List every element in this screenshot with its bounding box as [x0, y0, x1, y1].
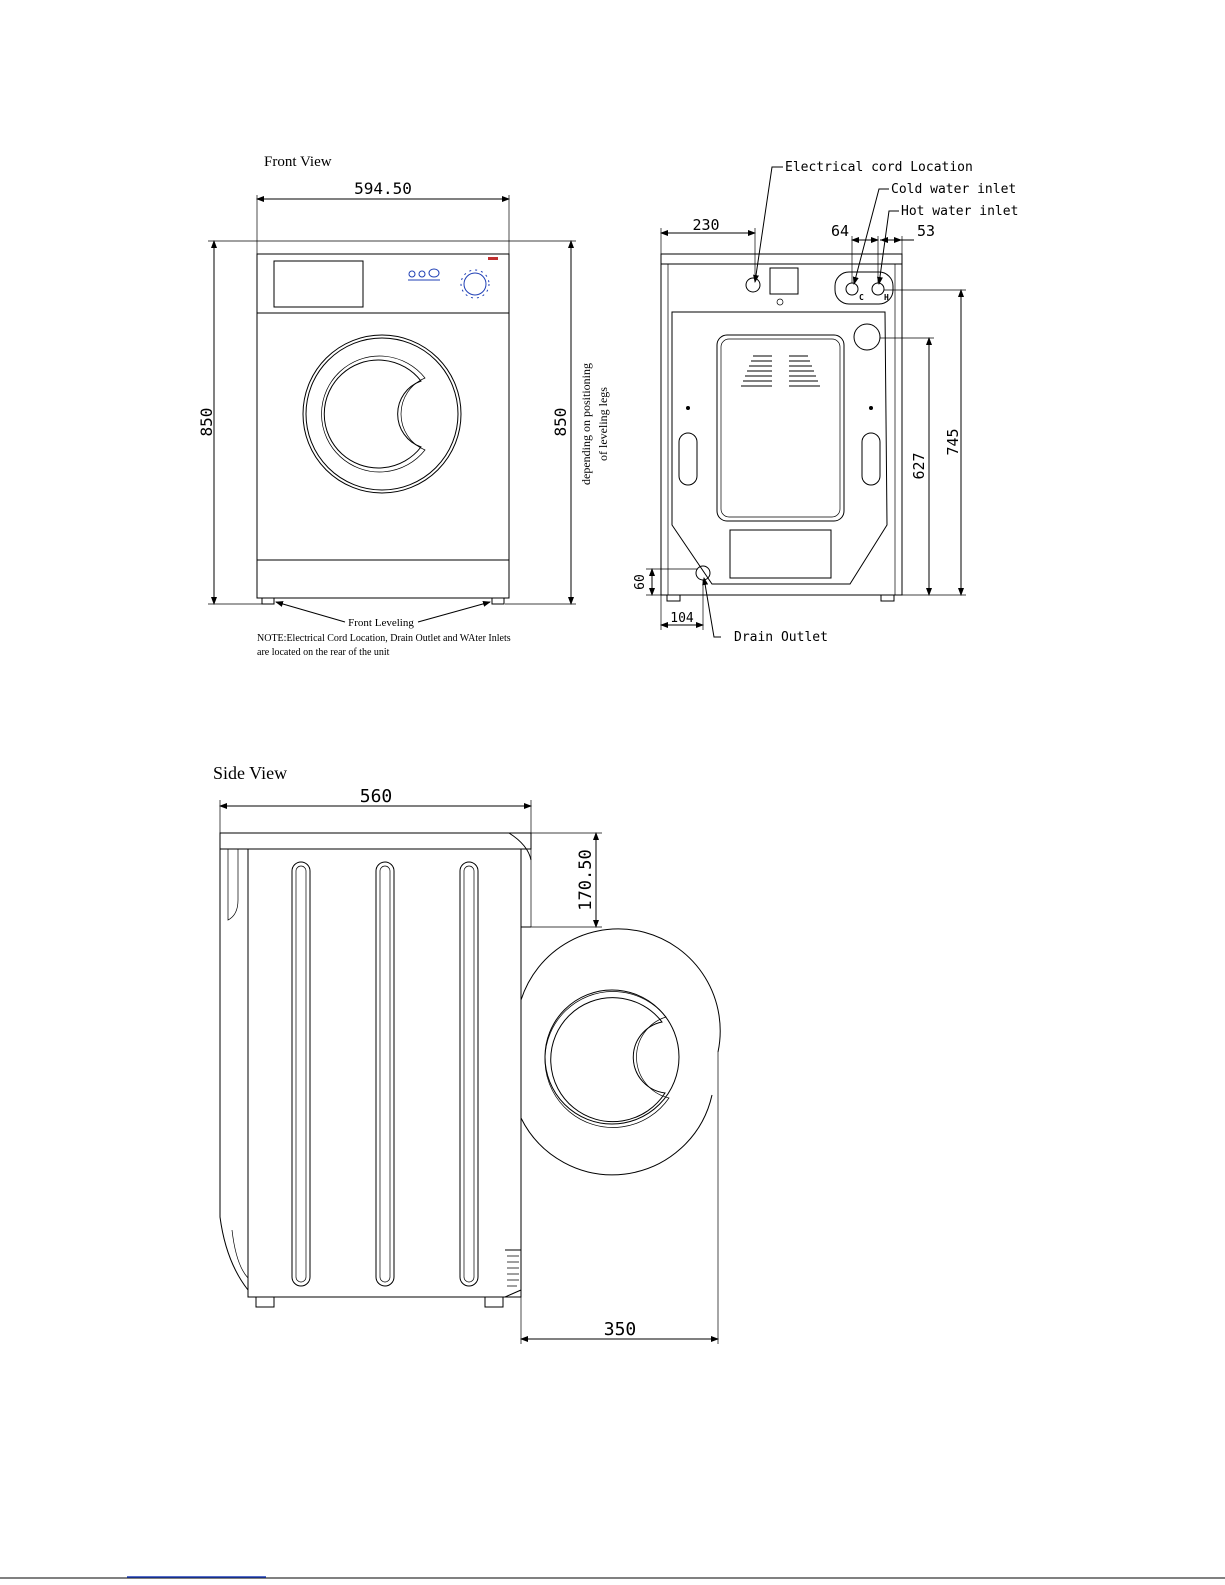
dim-64-label: 64 — [831, 222, 849, 240]
front-view-title: Front View — [264, 154, 332, 170]
side-door-label: 170.50 — [576, 849, 596, 910]
rear-location-note-line2: are located on the rear of the unit — [257, 647, 390, 658]
front-width-label: 594.50 — [354, 179, 412, 198]
cold-water-inlet — [845, 282, 859, 296]
side-view-title: Side View — [213, 763, 287, 783]
open-door — [520, 928, 721, 1176]
brand-mark — [488, 257, 498, 260]
washer-front — [256, 253, 510, 605]
front-leveling-foot — [491, 597, 505, 605]
front-height-dimension-right: 850 depending on positioning of leveling… — [290, 240, 610, 605]
rear-location-note-line1: NOTE:Electrical Cord Location, Drain Out… — [257, 633, 511, 644]
electrical-cord-callout: Electrical cord Location — [753, 160, 973, 283]
dim-745: 745 — [884, 289, 966, 596]
rear-bottom-box — [729, 529, 832, 579]
control-button — [418, 270, 426, 278]
side-swing-label: 350 — [604, 1319, 637, 1340]
side-depth-label: 560 — [360, 786, 393, 807]
washer-rear: C H — [660, 253, 903, 602]
front-height-dimension-left: 850 — [197, 240, 290, 605]
front-leveling-label: Front Leveling — [348, 617, 414, 629]
dim-60: 60 — [633, 568, 698, 596]
door-glass-rim — [321, 355, 426, 473]
front-leveling-leader: Front Leveling — [275, 600, 491, 629]
door-glass — [323, 359, 422, 469]
control-button — [428, 268, 440, 278]
rear-access-cover — [716, 334, 845, 522]
hot-water-callout: Hot water inlet — [876, 204, 1018, 285]
side-rib — [459, 861, 479, 1287]
program-dial-ticks — [460, 269, 490, 299]
inlet-housing — [834, 271, 894, 305]
front-leveling-foot — [261, 597, 275, 605]
rear-foot — [666, 594, 681, 602]
rear-handle-left — [678, 432, 698, 486]
side-door-dimension: 170.50 — [531, 832, 602, 928]
drain-label: Drain Outlet — [734, 630, 828, 645]
side-foot — [484, 1296, 504, 1308]
dim-745-label: 745 — [944, 428, 962, 455]
dim-53-label: 53 — [917, 222, 935, 240]
cold-inlet-mark: C — [859, 293, 864, 302]
side-swing-dimension: 350 — [520, 1052, 719, 1344]
front-view: Front View 594.50 850 850 depending on p… — [197, 154, 610, 658]
rear-label-plate — [769, 267, 799, 295]
front-width-dimension: 594.50 — [256, 179, 510, 258]
door-outer — [302, 334, 462, 494]
side-view: Side View 560 — [213, 763, 721, 1344]
electrical-cord-fitting — [745, 277, 761, 293]
hot-inlet-mark: H — [884, 293, 889, 302]
program-dial — [463, 272, 487, 296]
door-outer-inner — [305, 337, 459, 491]
side-depth-dimension: 560 — [219, 786, 532, 927]
rear-panel — [671, 311, 888, 585]
dim-230: 230 — [660, 216, 756, 282]
legs-note-line2: of leveling legs — [596, 387, 610, 461]
door-glass — [550, 997, 666, 1123]
rear-handle-right — [861, 432, 881, 486]
side-panel — [247, 848, 522, 1298]
control-button — [408, 270, 416, 278]
rear-view: C H Electrical cord Location Cold water … — [633, 160, 1018, 645]
door-glass-outer — [544, 989, 680, 1125]
side-foot — [255, 1296, 275, 1308]
dim-104-label: 104 — [670, 611, 694, 626]
front-height-label-right: 850 — [551, 408, 570, 437]
dim-53: 53 — [880, 222, 935, 254]
side-rib — [375, 861, 395, 1287]
dim-64: 64 — [831, 222, 879, 283]
rear-vent-port — [853, 323, 881, 351]
hot-water-label: Hot water inlet — [901, 204, 1018, 219]
cold-water-label: Cold water inlet — [891, 182, 1016, 197]
vent-left — [741, 355, 772, 387]
dim-627: 627 — [880, 337, 934, 596]
rear-foot — [880, 594, 895, 602]
dim-104: 104 — [660, 580, 704, 630]
electrical-cord-label: Electrical cord Location — [785, 160, 973, 175]
dim-230-label: 230 — [692, 216, 719, 234]
dim-60-label: 60 — [633, 574, 648, 590]
legs-note-line1: depending on positioning — [579, 363, 593, 485]
side-rib — [291, 861, 311, 1287]
drain-outlet — [695, 565, 711, 581]
detergent-drawer — [273, 260, 364, 308]
cold-water-callout: Cold water inlet — [852, 182, 1016, 285]
front-height-label-left: 850 — [197, 408, 216, 437]
dim-627-label: 627 — [910, 452, 928, 479]
washer-side — [219, 832, 532, 1308]
hot-water-inlet — [871, 282, 885, 296]
drain-callout: Drain Outlet — [702, 577, 828, 645]
vent-right — [789, 355, 820, 387]
